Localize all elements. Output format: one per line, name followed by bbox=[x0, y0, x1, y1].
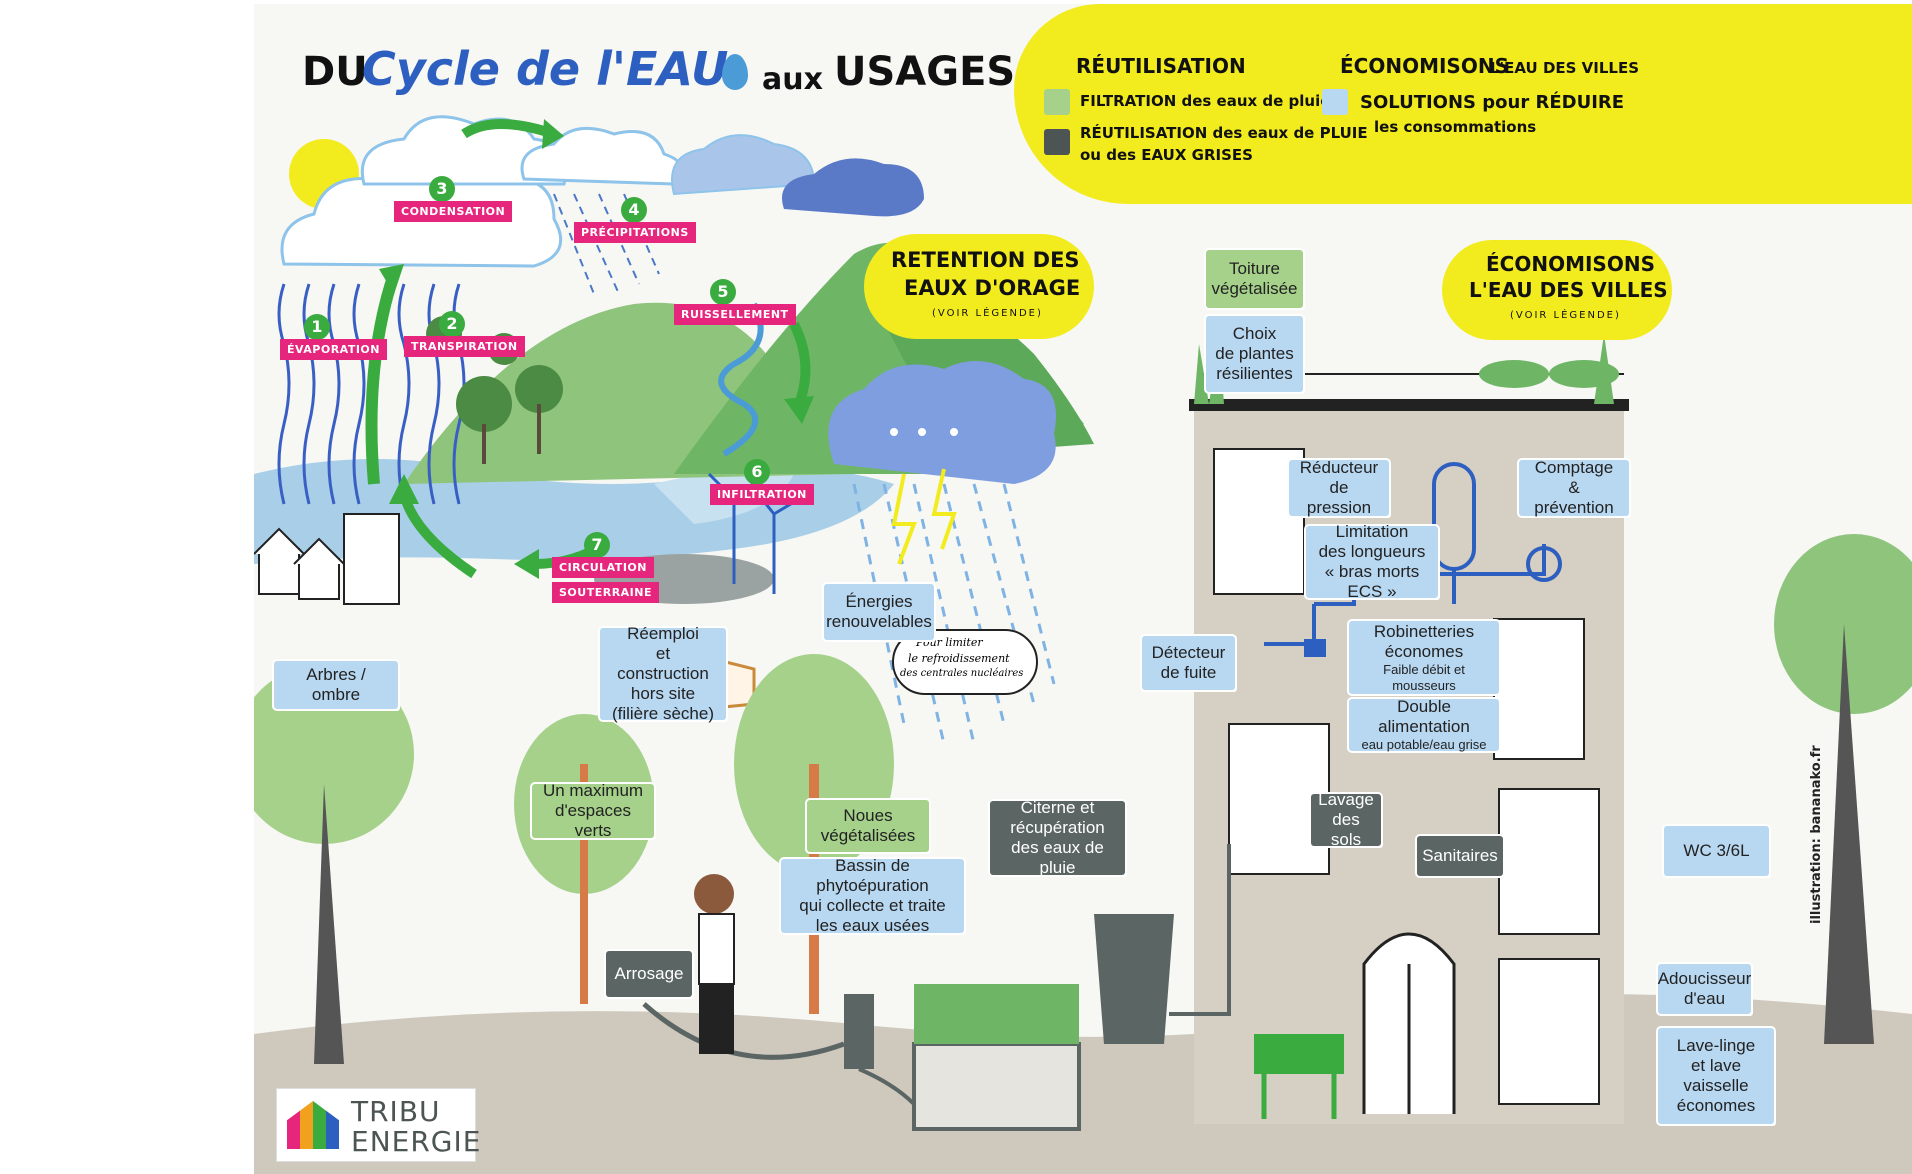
step-label-circulation: CIRCULATION bbox=[552, 557, 654, 578]
cloud-shaded bbox=[671, 134, 816, 196]
step-number-6: 6 bbox=[744, 459, 770, 485]
legend-reutilisation-item1: FILTRATION des eaux de pluie bbox=[1080, 92, 1331, 110]
legend-reutilisation-item2-line1: RÉUTILISATION des eaux de PLUIE bbox=[1080, 124, 1368, 142]
nuclear-line3: des centrales nucléaires bbox=[900, 668, 1024, 679]
economisons-bubble-note: (VOIR LÉGENDE) bbox=[1510, 310, 1621, 321]
cycle-arrow-down bbox=[789, 321, 811, 406]
flower-planter bbox=[1254, 1034, 1344, 1074]
retention-line2: EAUX D'ORAGE bbox=[904, 276, 1081, 300]
lightning-icon bbox=[891, 473, 917, 565]
title-part2: Cycle de l'EAU bbox=[362, 42, 729, 96]
label-wc: WC 3/6L bbox=[1664, 826, 1769, 876]
step-number-2: 2 bbox=[439, 311, 465, 337]
legend-economisons-item1-line1: SOLUTIONS pour RÉDUIRE bbox=[1360, 92, 1625, 113]
legend-green-swatch bbox=[1044, 89, 1070, 115]
retention-note: (VOIR LÉGENDE) bbox=[932, 308, 1043, 319]
legend-dark-swatch bbox=[1044, 129, 1070, 155]
legend-economisons-heading-rest: L'EAU DES VILLES bbox=[1490, 59, 1640, 77]
tribu-energie-logo: TRIBU ENERGIE bbox=[276, 1088, 480, 1162]
water-drop-icon bbox=[722, 54, 748, 90]
label-arbres: Arbres / ombre bbox=[274, 661, 398, 709]
tree-left bbox=[254, 664, 414, 1064]
village-houses bbox=[254, 513, 400, 605]
phyto-basin bbox=[912, 1042, 1081, 1131]
retention-bubble bbox=[864, 234, 1094, 339]
step-label-souterraine: SOUTERRAINE bbox=[552, 582, 659, 603]
title-part3: aux bbox=[762, 62, 823, 97]
front-door bbox=[1362, 932, 1456, 1114]
step-label-transpiration: TRANSPIRATION bbox=[404, 336, 525, 357]
step-label-evaporation: ÉVAPORATION bbox=[280, 339, 387, 360]
step-label-ruissellement: RUISSELLEMENT bbox=[674, 304, 796, 325]
pump bbox=[844, 994, 874, 1069]
step-label-infiltration: INFILTRATION bbox=[710, 484, 814, 505]
economisons-bubble bbox=[1442, 240, 1672, 340]
cloud-dark bbox=[782, 158, 924, 217]
cycle-arrow-up bbox=[365, 272, 400, 485]
nuclear-line2: le refroidissement bbox=[908, 652, 1010, 665]
rain-tank bbox=[1094, 914, 1174, 1044]
step-label-precipitations: PRÉCIPITATIONS bbox=[574, 222, 696, 243]
legend-economisons-item1-line2: les consommations bbox=[1374, 118, 1537, 136]
garden-hose bbox=[642, 1002, 845, 1060]
economisons-bubble-line2: L'EAU DES VILLES bbox=[1469, 278, 1668, 302]
legend-reutilisation-item2-line2: ou des EAUX GRISES bbox=[1080, 146, 1253, 164]
nuclear-speech-bubble bbox=[892, 629, 1038, 695]
legend-reutilisation-heading: RÉUTILISATION bbox=[1076, 54, 1246, 78]
infographic-poster: DU Cycle de l'EAU aux USAGES BÂTIMENT RÉ… bbox=[254, 4, 1912, 1174]
person-watering bbox=[694, 874, 735, 1054]
legend-panel bbox=[1014, 4, 1912, 204]
step-number-3: 3 bbox=[429, 176, 455, 202]
storm-cloud bbox=[828, 361, 1056, 484]
step-number-7: 7 bbox=[584, 532, 610, 558]
logo-line2: ENERGIE bbox=[351, 1125, 482, 1158]
economisons-bubble-line1: ÉCONOMISONS bbox=[1486, 252, 1655, 276]
legend-blue-swatch bbox=[1322, 89, 1348, 115]
logo-house-icon bbox=[287, 1101, 339, 1149]
step-number-4: 4 bbox=[621, 197, 647, 223]
cycle-arrow-right bbox=[461, 119, 556, 139]
step-number-1: 1 bbox=[304, 314, 330, 340]
label-sanitaires: Sanitaires bbox=[1417, 836, 1503, 876]
illustration-credit: illustration: bananako.fr bbox=[1809, 745, 1824, 924]
title-part1: DU bbox=[302, 49, 368, 95]
retention-line1: RETENTION DES bbox=[891, 248, 1080, 272]
step-label-condensation: CONDENSATION bbox=[394, 201, 513, 222]
logo-line1: TRIBU bbox=[351, 1095, 441, 1128]
tree-right bbox=[1774, 534, 1912, 1044]
legend-economisons-heading-bold: ÉCONOMISONS bbox=[1340, 54, 1509, 78]
label-arrosage: Arrosage bbox=[606, 951, 692, 997]
label-comptage: Comptage& prévention bbox=[1519, 458, 1629, 517]
step-number-5: 5 bbox=[710, 279, 736, 305]
